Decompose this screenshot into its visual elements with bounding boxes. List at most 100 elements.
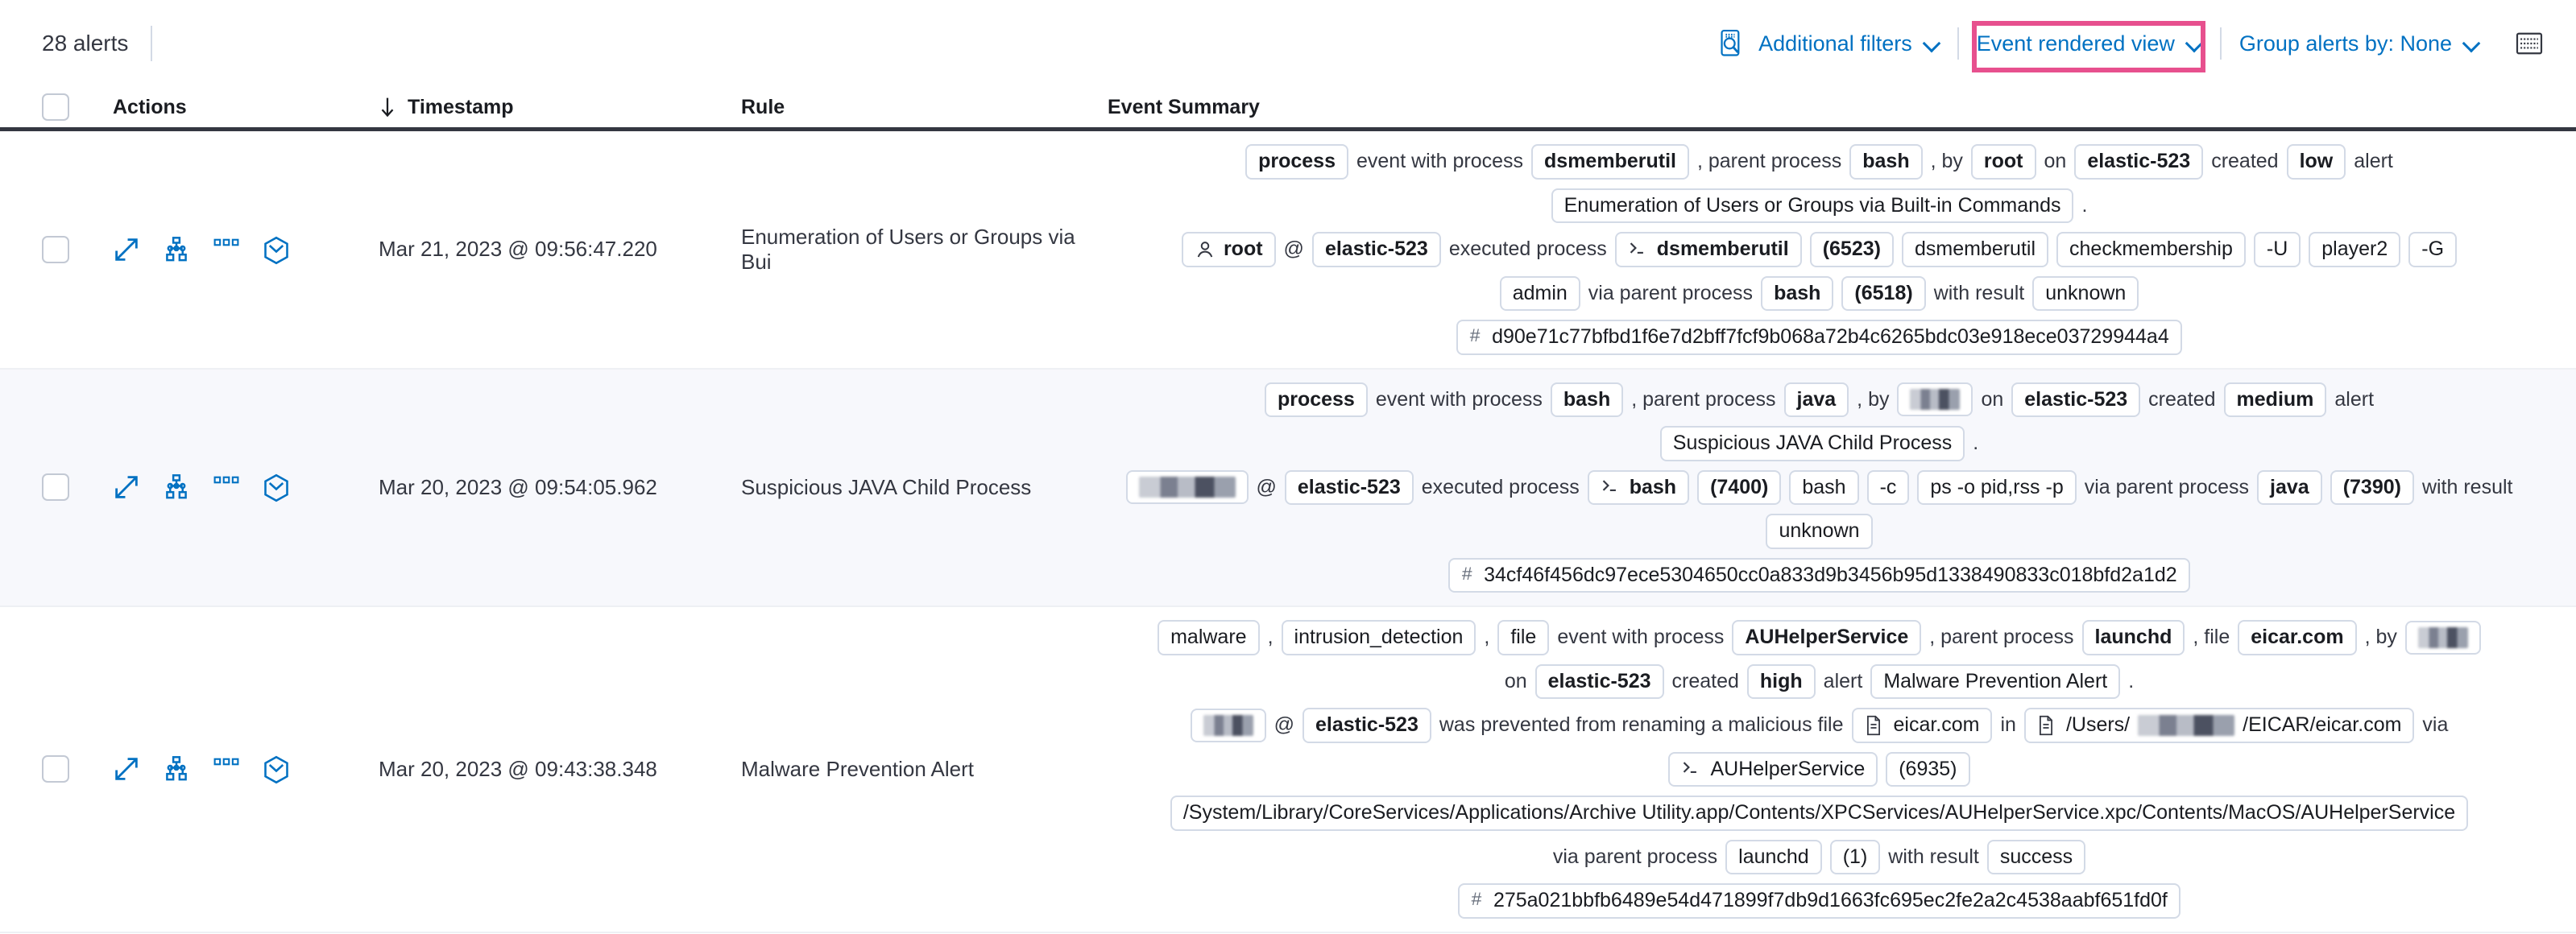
value-chip[interactable]: success xyxy=(1986,839,2086,874)
value-chip[interactable]: intrusion_detection xyxy=(1281,620,1476,655)
chip-label: bash xyxy=(1774,281,1821,304)
value-chip[interactable]: /System/Library/CoreServices/Application… xyxy=(1170,796,2469,831)
value-chip[interactable]: (7400) xyxy=(1697,469,1782,505)
value-chip[interactable]: ps -o pid,rss -p xyxy=(1917,469,2077,505)
keyboard-icon[interactable] xyxy=(2515,31,2544,56)
chip-label: unknown xyxy=(2045,281,2127,304)
more-actions-icon[interactable] xyxy=(213,236,240,263)
value-chip[interactable]: low xyxy=(2286,144,2346,180)
value-chip[interactable]: eicar.com xyxy=(2238,620,2357,655)
value-chip[interactable]: Malware Prevention Alert xyxy=(1870,663,2121,699)
value-chip[interactable]: unknown xyxy=(1766,514,1873,549)
value-chip[interactable]: dsmemberutil xyxy=(1901,232,2049,267)
row-actions-cell xyxy=(113,144,379,355)
row-select-checkbox[interactable] xyxy=(42,235,69,263)
value-chip[interactable]: unknown xyxy=(2032,275,2139,311)
chip-label: bash xyxy=(1802,475,1846,498)
hash-chip[interactable]: #275a021bbfb6489e54d471899f7db9d1663fc69… xyxy=(1458,883,2180,919)
summary-text: @ xyxy=(1283,238,1304,260)
value-chip[interactable]: elastic-523 xyxy=(1302,708,1431,743)
row-select-cell xyxy=(42,382,84,593)
more-actions-icon[interactable] xyxy=(213,755,240,783)
analyze-session-icon[interactable] xyxy=(163,473,190,501)
analyze-session-icon[interactable] xyxy=(163,236,190,263)
value-chip[interactable]: root xyxy=(1970,144,2036,180)
value-chip[interactable]: bash xyxy=(1550,382,1624,417)
expand-icon[interactable] xyxy=(113,473,140,501)
value-chip[interactable]: bash xyxy=(1587,469,1690,505)
event-filter-icon[interactable] xyxy=(263,755,290,784)
value-chip[interactable]: -c xyxy=(1866,469,1910,505)
value-chip[interactable]: admin xyxy=(1499,275,1580,311)
value-chip[interactable]: player2 xyxy=(2309,232,2401,267)
value-chip[interactable]: Suspicious JAVA Child Process xyxy=(1659,426,1965,461)
value-chip[interactable]: (6518) xyxy=(1841,275,1926,311)
select-all-checkbox[interactable] xyxy=(42,93,69,121)
value-chip[interactable] xyxy=(1897,382,1973,417)
hash-chip[interactable]: #d90e71c77bfbd1f6e7d2bff7fcf9b068a72b4c6… xyxy=(1456,320,2182,355)
value-chip[interactable]: malware xyxy=(1158,620,1260,655)
event-filter-icon[interactable] xyxy=(263,473,290,502)
value-chip[interactable]: file xyxy=(1497,620,1550,655)
value-chip[interactable]: bash xyxy=(1789,469,1859,505)
value-chip[interactable]: launchd xyxy=(1725,839,1822,874)
value-chip[interactable]: elastic-523 xyxy=(1534,663,1664,699)
value-chip[interactable]: high xyxy=(1746,663,1816,699)
value-chip[interactable]: (6935) xyxy=(1886,751,1970,787)
event-rendered-view-button[interactable]: Event rendered view xyxy=(1964,23,2215,64)
value-chip[interactable]: bash xyxy=(1761,275,1834,311)
summary-text: via parent process xyxy=(1552,845,1718,868)
analyze-session-icon[interactable] xyxy=(163,755,190,783)
value-chip[interactable]: (6523) xyxy=(1809,232,1894,267)
chip-label: AUHelperService xyxy=(1710,757,1866,780)
value-chip[interactable]: java xyxy=(1783,382,1849,417)
value-chip[interactable] xyxy=(1125,470,1249,505)
value-chip[interactable]: process xyxy=(1264,382,1368,417)
additional-filters-button[interactable]: Additional filters xyxy=(1746,23,1953,64)
column-header-timestamp[interactable]: Timestamp xyxy=(379,96,741,119)
value-chip[interactable]: /Users//EICAR/eicar.com xyxy=(2023,708,2415,743)
value-chip[interactable]: dsmemberutil xyxy=(1614,232,1802,267)
more-actions-icon[interactable] xyxy=(213,473,240,501)
value-chip[interactable]: elastic-523 xyxy=(1284,469,1414,505)
value-chip[interactable]: elastic-523 xyxy=(1311,232,1441,267)
value-chip[interactable]: checkmembership xyxy=(2056,232,2246,267)
inspect-icon[interactable] xyxy=(1718,29,1746,58)
value-chip[interactable]: elastic-523 xyxy=(2011,382,2141,417)
value-chip[interactable]: AUHelperService xyxy=(1668,751,1878,787)
value-chip[interactable] xyxy=(2404,620,2481,655)
value-chip[interactable]: java xyxy=(2257,469,2322,505)
row-rule-name: Enumeration of Users or Groups via Bui xyxy=(741,224,1075,274)
group-alerts-by-label: Group alerts by: None xyxy=(2238,31,2452,56)
event-filter-icon[interactable] xyxy=(263,236,290,264)
row-select-checkbox[interactable] xyxy=(42,755,69,783)
value-chip[interactable]: AUHelperService xyxy=(1732,620,1922,655)
value-chip[interactable]: launchd xyxy=(2081,620,2185,655)
row-actions-cell xyxy=(113,620,379,919)
value-chip[interactable]: (7390) xyxy=(2330,469,2414,505)
value-chip[interactable]: -U xyxy=(2253,232,2301,267)
value-chip[interactable]: -G xyxy=(2408,232,2458,267)
value-chip[interactable]: dsmemberutil xyxy=(1531,144,1689,180)
expand-icon[interactable] xyxy=(113,755,140,783)
value-chip[interactable] xyxy=(1190,708,1266,742)
hash-chip[interactable]: #34cf46f456dc97ece5304650cc0a833d9b3456b… xyxy=(1448,557,2190,593)
value-chip[interactable]: root xyxy=(1181,232,1276,267)
value-chip[interactable]: medium xyxy=(2223,382,2327,417)
summary-text: . xyxy=(2128,669,2135,692)
group-alerts-by-button[interactable]: Group alerts by: None xyxy=(2226,23,2492,64)
event-summary-line: #34cf46f456dc97ece5304650cc0a833d9b3456b… xyxy=(1108,557,2531,593)
value-chip[interactable]: process xyxy=(1245,144,1348,180)
value-chip[interactable]: (1) xyxy=(1829,839,1881,874)
value-chip[interactable]: bash xyxy=(1849,144,1923,180)
expand-icon[interactable] xyxy=(113,236,140,263)
row-select-checkbox[interactable] xyxy=(42,473,69,502)
value-chip[interactable]: eicar.com xyxy=(1851,708,1993,743)
value-chip[interactable]: Enumeration of Users or Groups via Built… xyxy=(1551,188,2074,223)
event-summary-line: unknown xyxy=(1108,514,2531,549)
value-chip[interactable]: elastic-523 xyxy=(2074,144,2204,180)
